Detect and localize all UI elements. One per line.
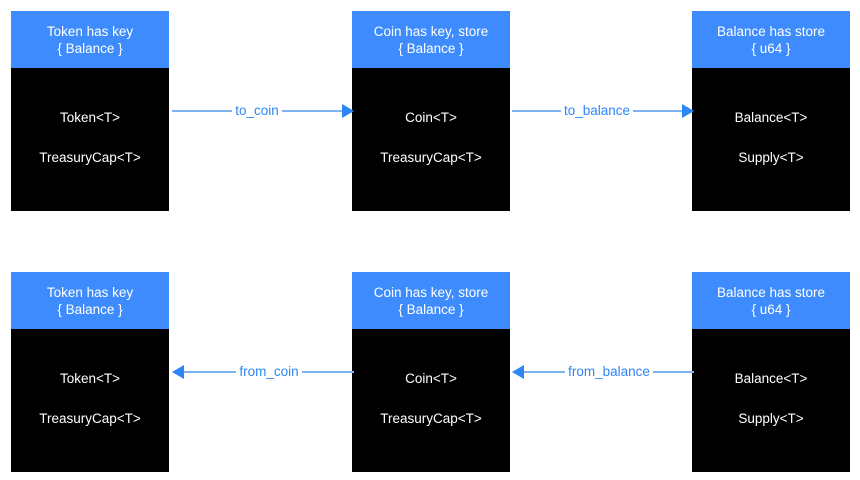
node-body-line-2: Supply<T>: [738, 411, 804, 426]
node-header: Balance has store { u64 }: [692, 272, 850, 329]
node-coin-bottom[interactable]: Coin has key, store { Balance } Coin<T> …: [352, 272, 510, 472]
node-header-line-2: { Balance }: [398, 40, 464, 56]
node-body-line-2: TreasuryCap<T>: [380, 411, 482, 426]
node-header-line-1: Balance has store: [716, 284, 826, 300]
node-body-line-1: Balance<T>: [734, 110, 808, 125]
arrow-left-icon: [172, 365, 184, 379]
node-balance-top[interactable]: Balance has store { u64 } Balance<T> Sup…: [692, 11, 850, 211]
edge-line-left: [184, 371, 237, 373]
node-body-line-2: Supply<T>: [738, 150, 804, 165]
edge-label-to-coin: to_coin: [232, 103, 282, 119]
node-body-line-1: Token<T>: [59, 110, 121, 125]
node-header-line-1: Token has key: [46, 284, 134, 300]
edge-line-right: [301, 371, 354, 373]
edge-line-right: [281, 110, 343, 112]
node-header-line-2: { u64 }: [751, 40, 791, 56]
arrow-left-icon: [512, 365, 524, 379]
node-header-line-2: { Balance }: [57, 40, 123, 56]
edge-from-coin: from_coin: [172, 359, 354, 385]
edge-line-left: [512, 110, 561, 112]
node-header-line-1: Coin has key, store: [373, 23, 489, 39]
node-body-line-1: Coin<T>: [405, 110, 457, 125]
edge-label-to-balance: to_balance: [560, 103, 634, 119]
node-body-line-1: Balance<T>: [734, 371, 808, 386]
node-body-line-2: TreasuryCap<T>: [39, 411, 141, 426]
node-body: Token<T> TreasuryCap<T>: [11, 68, 169, 211]
node-body-line-2: TreasuryCap<T>: [39, 150, 141, 165]
edge-line-left: [172, 110, 233, 112]
node-coin-top[interactable]: Coin has key, store { Balance } Coin<T> …: [352, 11, 510, 211]
node-token-top[interactable]: Token has key { Balance } Token<T> Treas…: [11, 11, 169, 211]
node-header-line-1: Coin has key, store: [373, 284, 489, 300]
node-header-line-2: { Balance }: [57, 301, 123, 317]
node-body: Coin<T> TreasuryCap<T>: [352, 68, 510, 211]
node-header-line-2: { u64 }: [751, 301, 791, 317]
node-header-line-1: Token has key: [46, 23, 134, 39]
node-header-line-1: Balance has store: [716, 23, 826, 39]
node-header: Coin has key, store { Balance }: [352, 11, 510, 68]
node-balance-bottom[interactable]: Balance has store { u64 } Balance<T> Sup…: [692, 272, 850, 472]
node-header: Token has key { Balance }: [11, 11, 169, 68]
node-header: Balance has store { u64 }: [692, 11, 850, 68]
edge-line-left: [524, 371, 566, 373]
edge-to-balance: to_balance: [512, 98, 694, 124]
edge-line-right: [633, 110, 682, 112]
edge-from-balance: from_balance: [512, 359, 694, 385]
node-header: Token has key { Balance }: [11, 272, 169, 329]
node-header: Coin has key, store { Balance }: [352, 272, 510, 329]
edge-line-right: [652, 371, 694, 373]
node-body: Balance<T> Supply<T>: [692, 329, 850, 472]
node-body-line-1: Coin<T>: [405, 371, 457, 386]
node-body-line-1: Token<T>: [59, 371, 121, 386]
edge-label-from-coin: from_coin: [236, 364, 302, 380]
node-header-line-2: { Balance }: [398, 301, 464, 317]
edge-label-from-balance: from_balance: [565, 364, 653, 380]
node-body: Coin<T> TreasuryCap<T>: [352, 329, 510, 472]
node-token-bottom[interactable]: Token has key { Balance } Token<T> Treas…: [11, 272, 169, 472]
node-body-line-2: TreasuryCap<T>: [380, 150, 482, 165]
edge-to-coin: to_coin: [172, 98, 355, 124]
node-body: Balance<T> Supply<T>: [692, 68, 850, 211]
node-body: Token<T> TreasuryCap<T>: [11, 329, 169, 472]
